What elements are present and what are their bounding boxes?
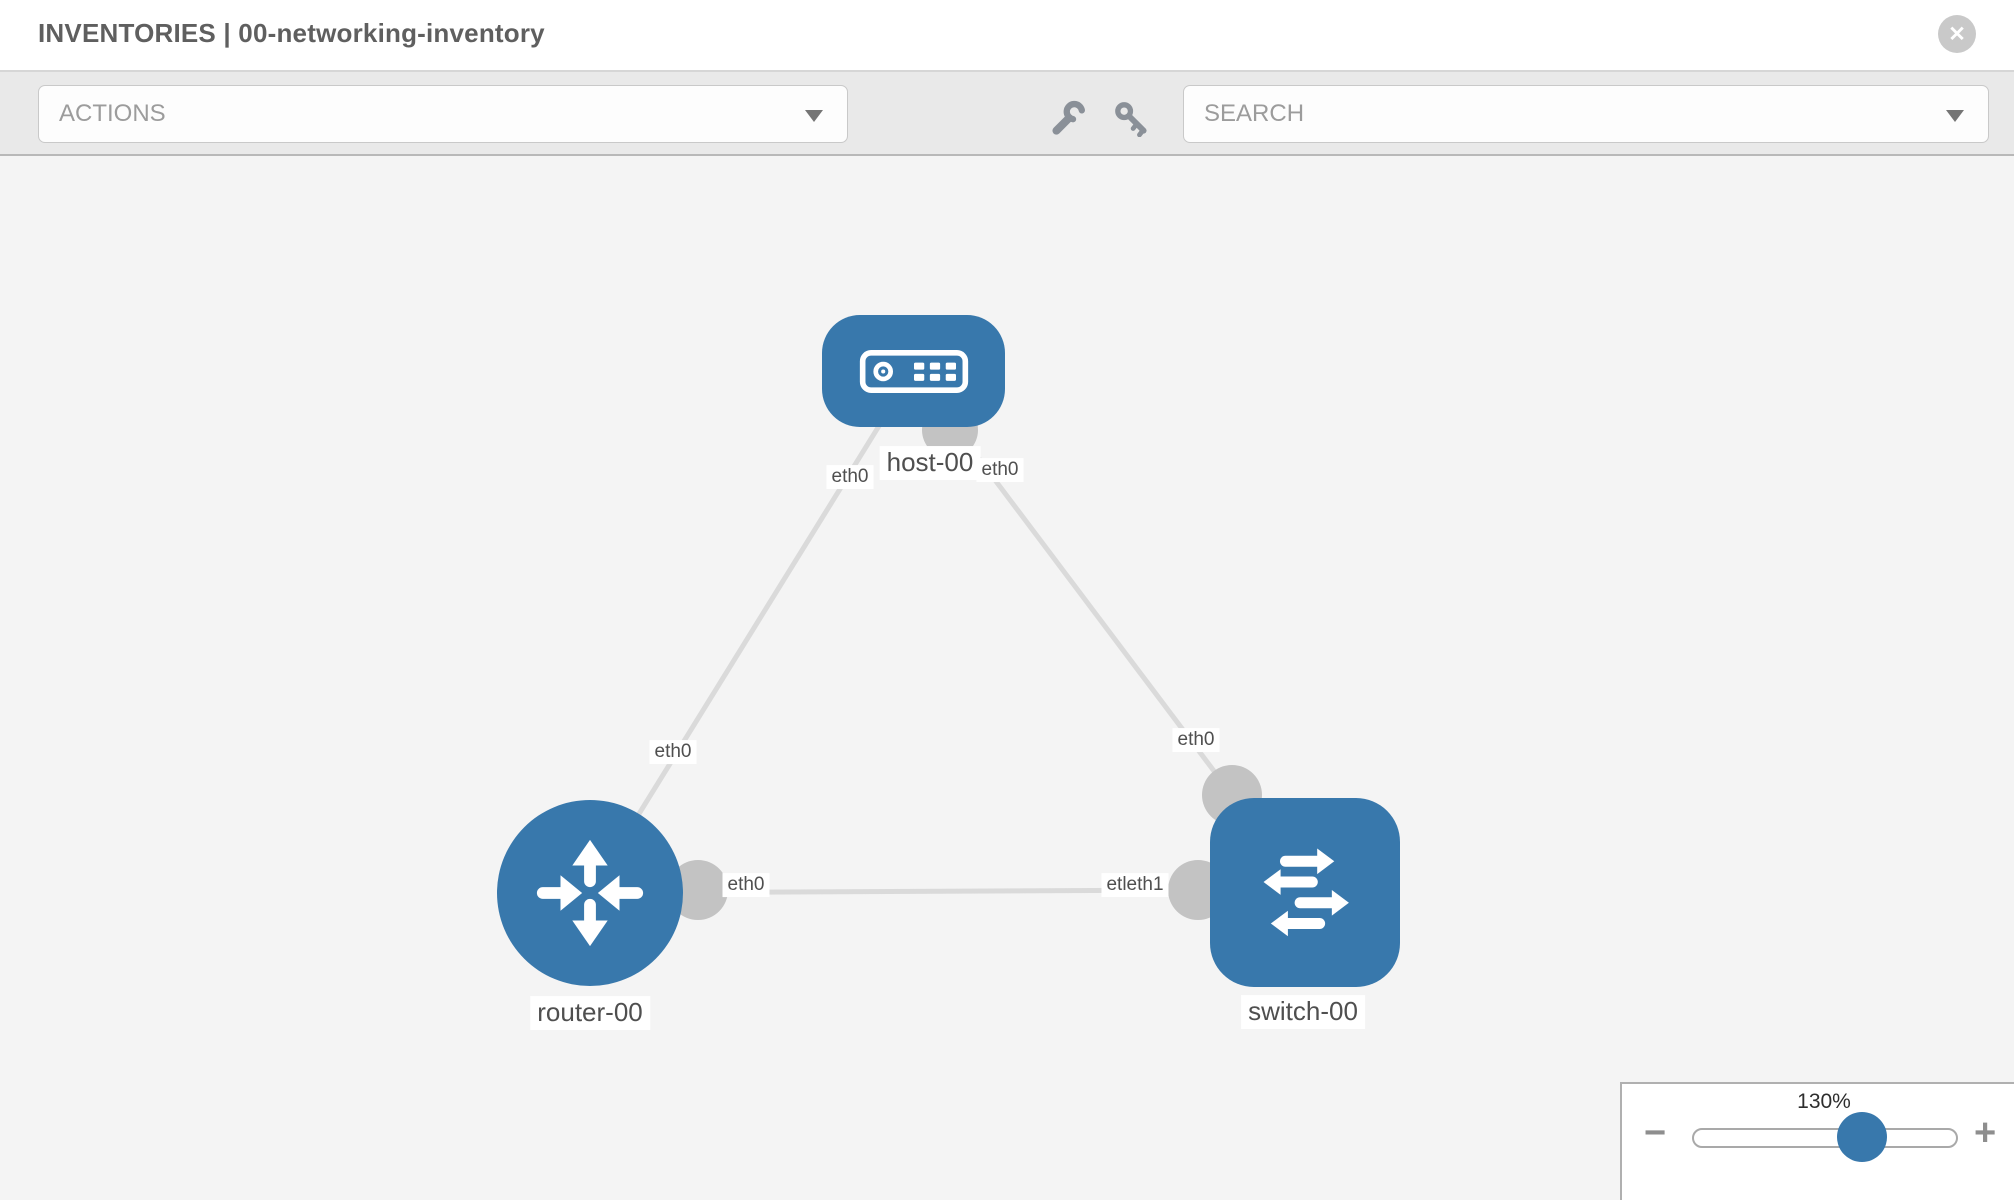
zoom-slider[interactable] <box>1692 1112 1958 1162</box>
zoom-out-button[interactable]: − <box>1644 1112 1667 1154</box>
header-bar: INVENTORIES | 00-networking-inventory ✕ <box>0 0 2014 72</box>
search-dropdown-label: SEARCH <box>1204 100 1305 127</box>
zoom-control-panel: 130% − + <box>1620 1082 2014 1200</box>
close-button[interactable]: ✕ <box>1938 15 1976 53</box>
chevron-down-icon <box>805 110 823 122</box>
node-label-host-00: host-00 <box>879 446 981 480</box>
link-host-router[interactable] <box>587 369 916 895</box>
if-label-router-switch-router-end: eth0 <box>722 873 770 897</box>
if-label-host-router-host-end: eth0 <box>826 465 874 489</box>
close-icon: ✕ <box>1948 22 1966 46</box>
node-host-00[interactable] <box>822 315 1005 427</box>
node-router-00[interactable] <box>497 800 683 986</box>
switch-icon <box>1263 847 1349 936</box>
port-router-eth0[interactable] <box>668 860 728 920</box>
node-switch-00[interactable] <box>1210 798 1400 987</box>
wrench-icon[interactable] <box>1049 99 1087 137</box>
if-label-host-router-router-end: eth0 <box>649 740 697 764</box>
actions-dropdown[interactable]: ACTIONS <box>38 85 848 143</box>
actions-dropdown-label: ACTIONS <box>59 100 166 127</box>
key-icon[interactable] <box>1112 99 1150 137</box>
zoom-level-readout: 130% <box>1797 1090 1851 1113</box>
if-label-host-switch-host-end: eth0 <box>976 458 1024 482</box>
topology-canvas[interactable]: eth0 eth0 eth0 eth0 eth0 etleth1 host-00… <box>0 158 2014 1200</box>
zoom-in-button[interactable]: + <box>1974 1112 1997 1154</box>
node-label-router-00: router-00 <box>530 996 650 1030</box>
links-layer <box>587 369 1262 920</box>
if-label-router-switch-switch-end: etleth1 <box>1101 873 1169 897</box>
search-dropdown[interactable]: SEARCH <box>1183 85 1989 143</box>
if-label-host-switch-switch-end: eth0 <box>1172 728 1220 752</box>
router-icon <box>536 839 644 947</box>
node-label-switch-00: switch-00 <box>1241 995 1365 1029</box>
toolbar: ACTIONS SEARCH <box>0 72 2014 156</box>
zoom-slider-handle[interactable] <box>1836 1112 1887 1162</box>
host-icon <box>859 349 968 393</box>
chevron-down-icon <box>1946 110 1964 122</box>
page-title: INVENTORIES | 00-networking-inventory <box>38 18 545 48</box>
